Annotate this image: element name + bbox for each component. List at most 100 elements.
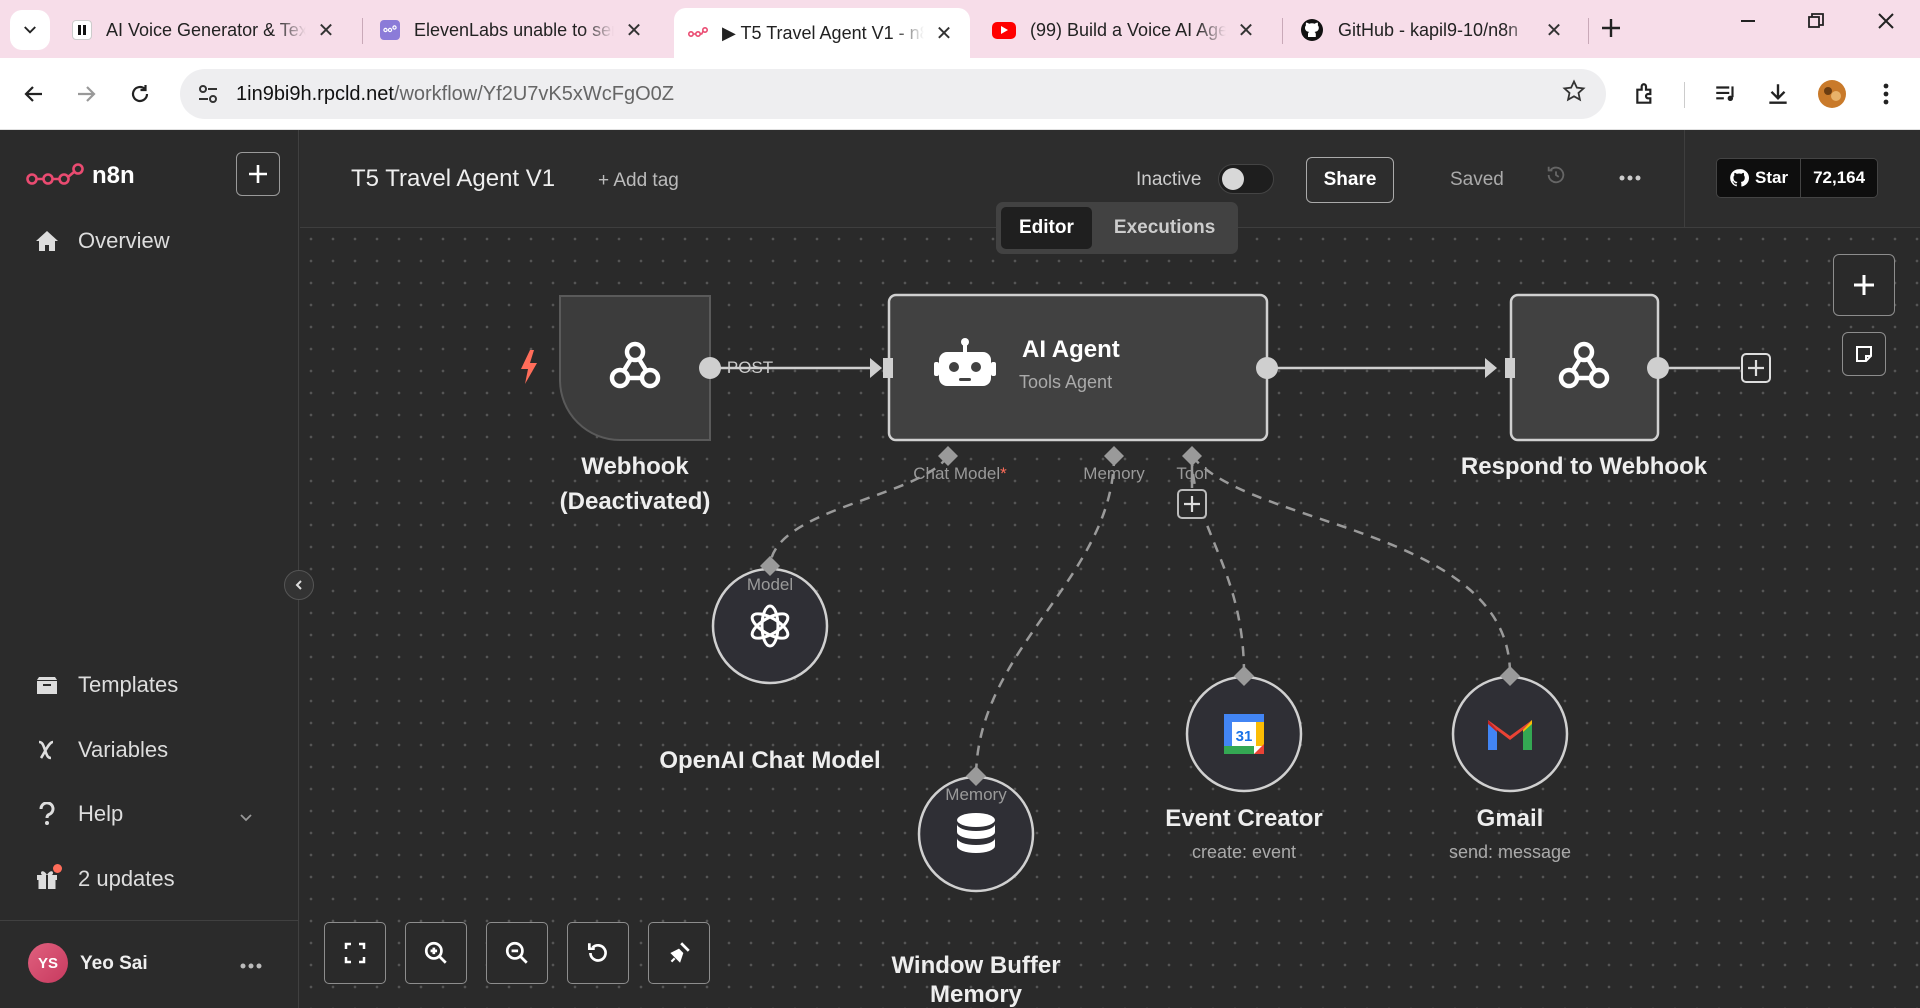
browser-tab-5[interactable]: GitHub - kapil9-10/n8n ✕ xyxy=(1286,8,1580,52)
browser-tab-1[interactable]: AI Voice Generator & Text to Speech ✕ xyxy=(58,8,352,52)
add-node-after-respond-button[interactable] xyxy=(1741,353,1771,383)
add-sticky-note-button[interactable] xyxy=(1842,332,1886,376)
reload-button[interactable] xyxy=(122,76,158,112)
respond-output-port[interactable] xyxy=(1647,357,1669,379)
gift-icon xyxy=(34,864,62,892)
address-bar[interactable]: 1in9bi9h.rpcld.net/workflow/Yf2U7vK5xWcF… xyxy=(180,69,1606,119)
node-gmail[interactable] xyxy=(1451,675,1569,793)
plus-icon xyxy=(1602,19,1620,37)
sub-connections xyxy=(768,455,1512,779)
profile-avatar-icon xyxy=(1818,80,1846,108)
node-respond-to-webhook[interactable] xyxy=(1509,293,1660,442)
history-button[interactable] xyxy=(1545,164,1567,192)
close-icon[interactable]: ✕ xyxy=(317,19,335,42)
tool-port[interactable] xyxy=(1182,446,1202,466)
site-settings-icon[interactable] xyxy=(196,82,220,112)
arrow-right-icon xyxy=(78,86,96,102)
workflow-title[interactable]: T5 Travel Agent V1 xyxy=(351,165,556,192)
connection-chat-model[interactable] xyxy=(768,455,950,569)
downloads-button[interactable] xyxy=(1760,76,1796,112)
n8n-favicon-icon xyxy=(688,23,708,43)
tab-editor[interactable]: Editor xyxy=(1001,207,1092,249)
browser-tab-4[interactable]: (99) Build a Voice AI Agent ✕ xyxy=(978,8,1272,52)
fit-view-icon xyxy=(344,942,366,964)
brand-name: n8n xyxy=(92,162,135,189)
url-host: 1in9bi9h.rpcld.net xyxy=(236,82,394,105)
collapse-sidebar-button[interactable] xyxy=(284,570,314,600)
memory-port[interactable] xyxy=(1104,446,1124,466)
workflow-canvas[interactable]: 31 POST Webhook (Deactivated) xyxy=(300,228,1920,1008)
chat-model-port[interactable] xyxy=(938,446,958,466)
github-star-label-wrap: Star xyxy=(1717,159,1802,197)
minimize-button[interactable] xyxy=(1728,10,1768,36)
connection-tool-gmail[interactable] xyxy=(1191,455,1512,675)
puzzle-icon xyxy=(1636,83,1652,104)
sidebar-item-label: Overview xyxy=(78,228,170,253)
port-label-tool: Tool xyxy=(1176,464,1208,483)
tab-title: ElevenLabs unable to send xyxy=(414,19,614,40)
n8n-logo[interactable]: n8n xyxy=(26,162,135,190)
share-button[interactable]: Share xyxy=(1306,157,1394,203)
connection-memory[interactable] xyxy=(974,455,1116,779)
tab-title: GitHub - kapil9-10/n8n xyxy=(1338,19,1519,40)
notification-dot xyxy=(53,864,62,873)
extensions-button[interactable] xyxy=(1628,76,1664,112)
create-workflow-button[interactable] xyxy=(236,152,280,196)
workflow-more-button[interactable] xyxy=(1619,160,1641,188)
add-node-button[interactable] xyxy=(1833,254,1895,316)
zoom-to-fit-button[interactable] xyxy=(324,922,386,984)
reload-icon xyxy=(131,85,149,103)
user-name: Yeo Sai xyxy=(80,953,148,974)
sidebar-item-help[interactable]: Help xyxy=(34,801,254,827)
tool-add-button[interactable] xyxy=(1177,489,1207,519)
node-event-creator[interactable]: 31 xyxy=(1185,675,1303,793)
back-button[interactable] xyxy=(16,76,52,112)
n8n-favicon-icon xyxy=(380,20,400,40)
restore-button[interactable] xyxy=(1796,10,1836,36)
workflow-header: T5 Travel Agent V1 + Add tag Inactive Sh… xyxy=(300,130,1920,228)
add-tag-button[interactable]: + Add tag xyxy=(598,170,679,191)
browser-menu-button[interactable] xyxy=(1868,76,1904,112)
more-horizontal-icon xyxy=(240,963,262,969)
avatar[interactable]: YS xyxy=(28,943,68,983)
webhook-output-port[interactable] xyxy=(699,357,721,379)
tidy-up-button[interactable] xyxy=(648,922,710,984)
sidebar-item-templates[interactable]: Templates xyxy=(34,672,178,698)
activate-toggle[interactable] xyxy=(1218,164,1274,194)
close-icon[interactable]: ✕ xyxy=(935,22,953,45)
agent-output-port[interactable] xyxy=(1256,357,1278,379)
github-star-button[interactable]: Star 72,164 xyxy=(1716,158,1879,198)
node-ai-agent[interactable] xyxy=(887,293,1269,442)
close-icon[interactable]: ✕ xyxy=(1237,19,1255,42)
reset-zoom-button[interactable] xyxy=(567,922,629,984)
sidebar-item-variables[interactable]: Variables xyxy=(34,737,168,763)
zoom-out-button[interactable] xyxy=(486,922,548,984)
browser-tab-2[interactable]: ElevenLabs unable to send ✕ xyxy=(366,8,660,52)
user-more-button[interactable] xyxy=(240,945,262,976)
openai-icon xyxy=(750,604,790,648)
tab-executions[interactable]: Executions xyxy=(1113,217,1216,238)
sidebar-item-overview[interactable]: Overview xyxy=(34,228,170,254)
profile-button[interactable] xyxy=(1814,76,1850,112)
broom-icon xyxy=(670,942,690,963)
memory-input-port xyxy=(966,766,986,786)
bookmark-star-icon[interactable] xyxy=(1562,79,1586,110)
close-window-button[interactable] xyxy=(1866,10,1906,36)
media-controls-button[interactable] xyxy=(1708,76,1744,112)
node-webhook[interactable] xyxy=(559,295,711,441)
close-icon[interactable]: ✕ xyxy=(1545,19,1563,42)
sidebar-item-updates[interactable]: 2 updates xyxy=(34,864,175,892)
tab-search-button[interactable] xyxy=(10,10,50,50)
port-label-model: Model xyxy=(746,575,794,594)
forward-button[interactable] xyxy=(68,76,104,112)
browser-tab-3-active[interactable]: ▶ T5 Travel Agent V1 - n8n ✕ xyxy=(674,8,970,58)
chevron-down-icon xyxy=(24,26,36,34)
close-icon[interactable]: ✕ xyxy=(625,19,643,42)
new-tab-button[interactable] xyxy=(1600,14,1622,46)
model-input-port xyxy=(760,556,780,576)
github-icon xyxy=(1730,169,1749,187)
zoom-in-button[interactable] xyxy=(405,922,467,984)
connection-tool-event[interactable] xyxy=(1190,455,1246,675)
arrow-head xyxy=(870,358,882,378)
github-icon xyxy=(1300,18,1324,42)
